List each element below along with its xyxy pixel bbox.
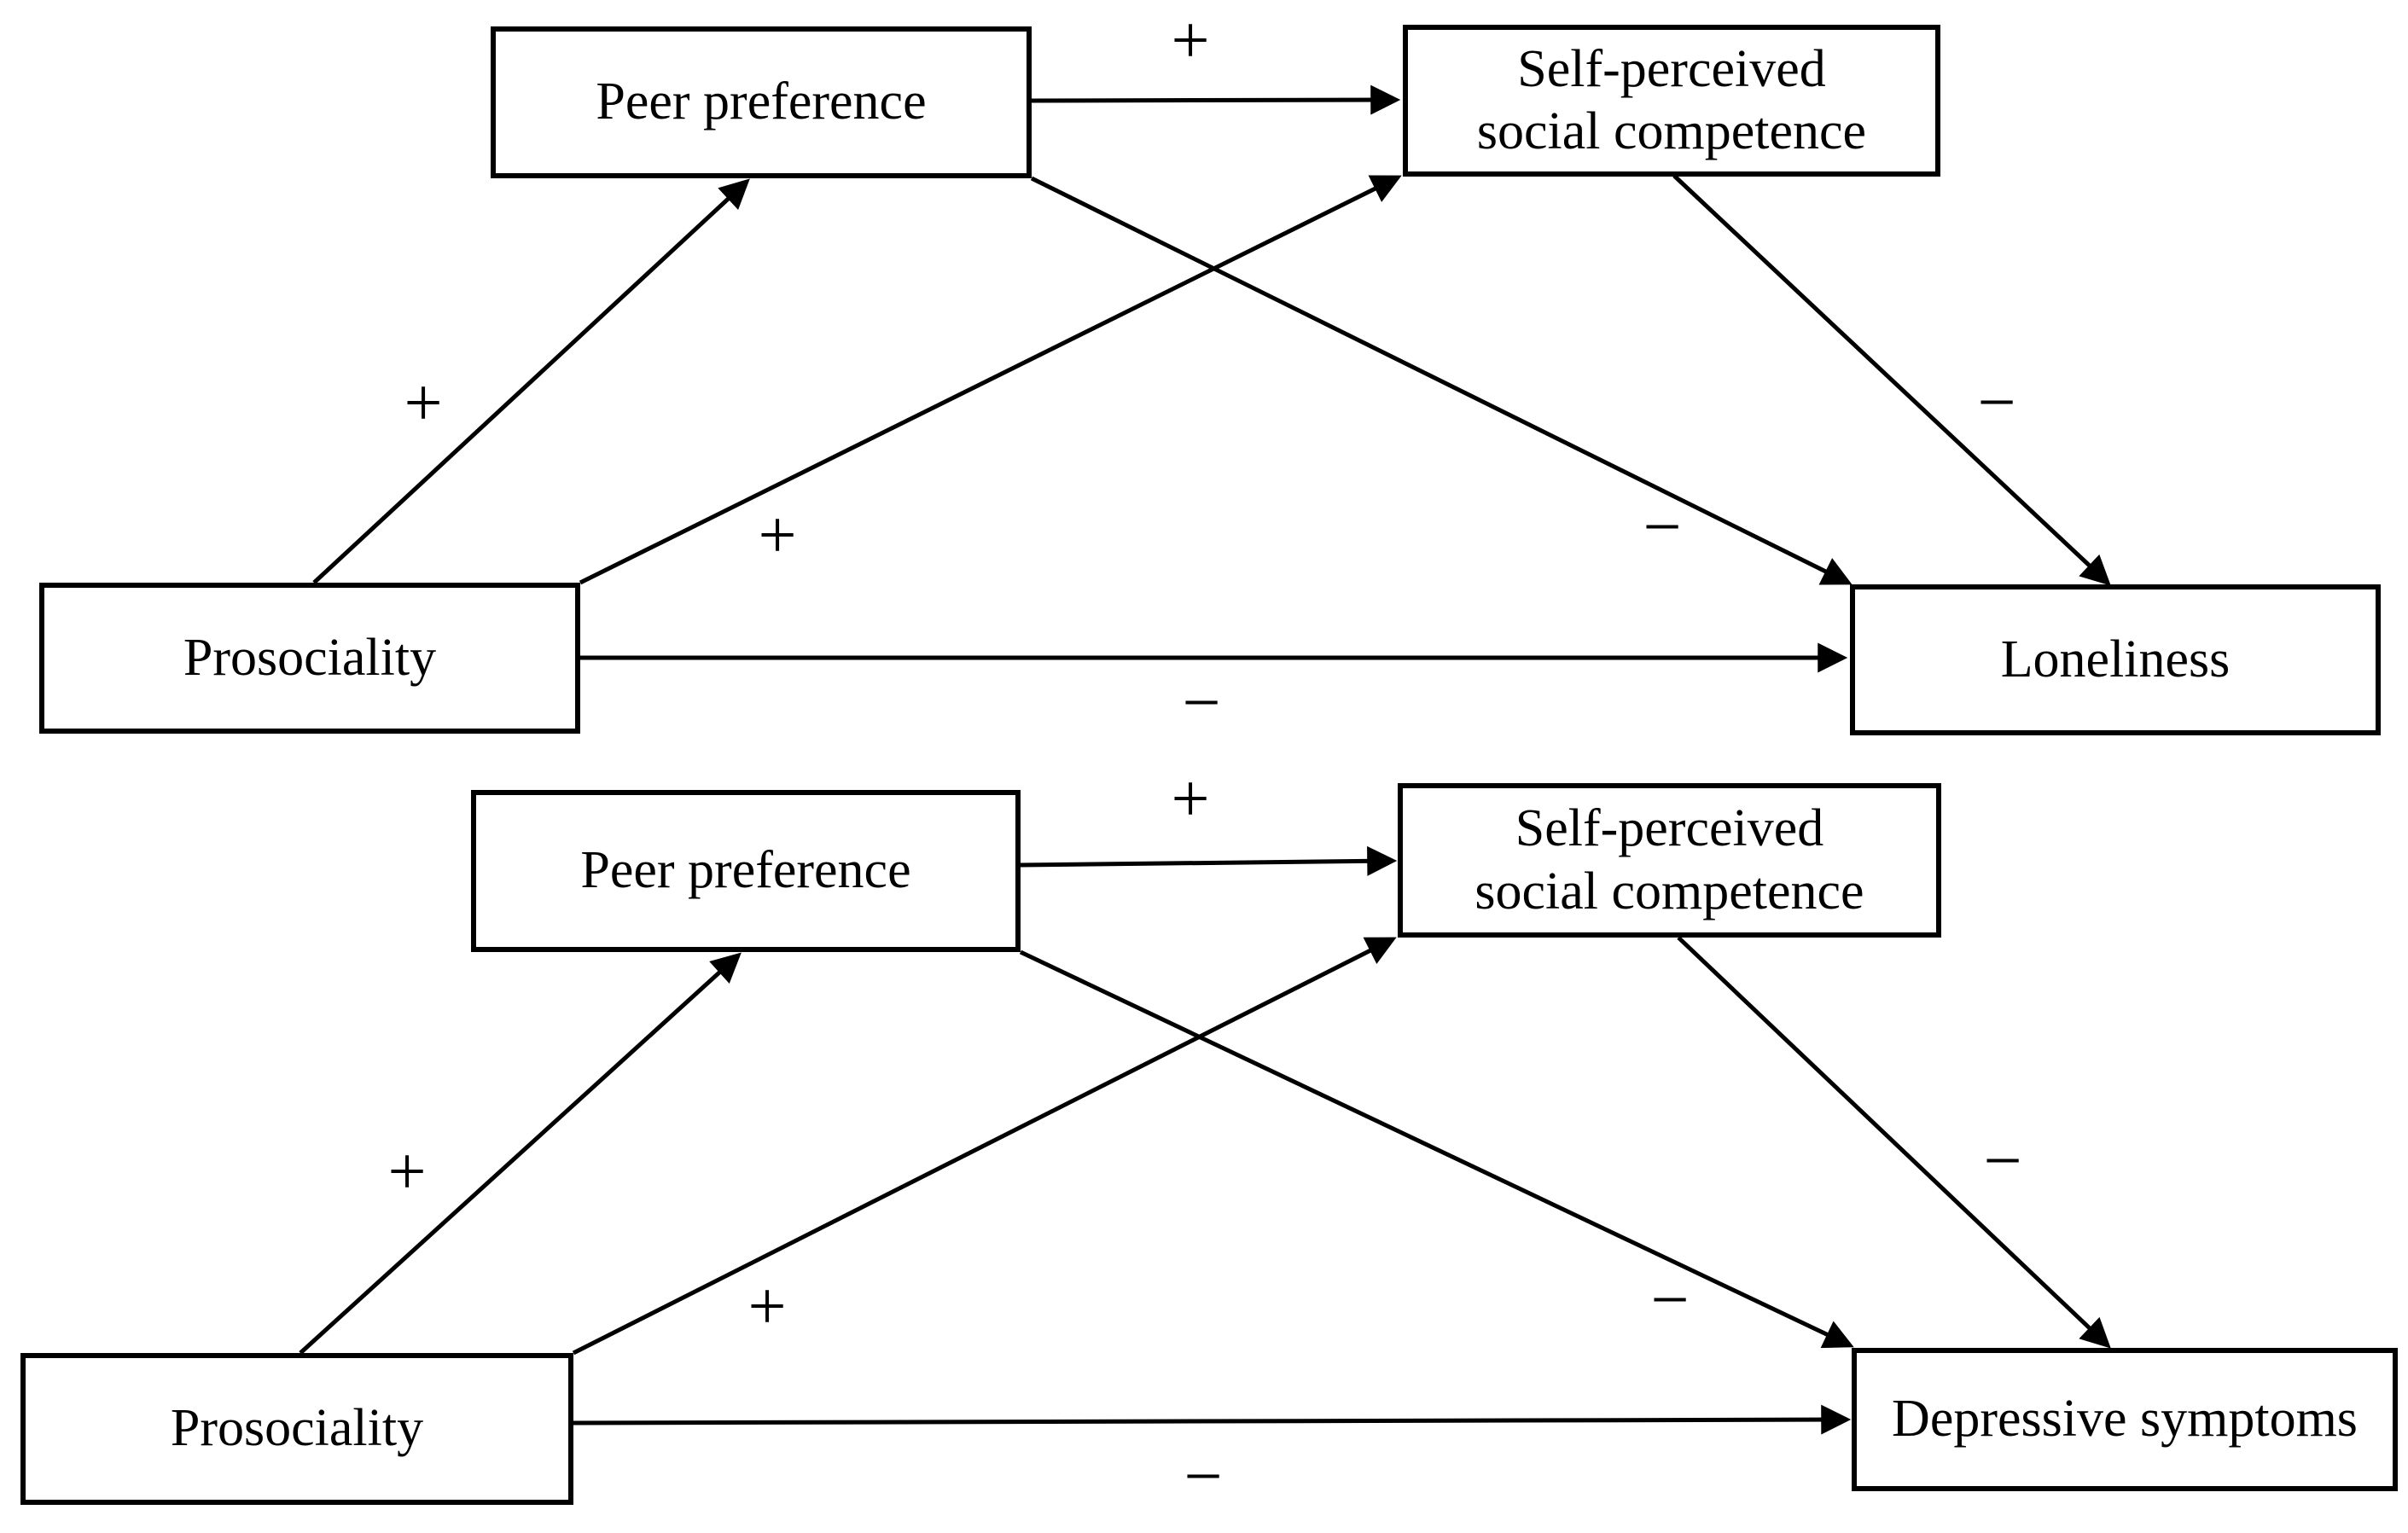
- arrow-peer-preference-to-social-competence-top: [1031, 84, 1401, 115]
- node-label-peer-preference-top: Peer preference: [596, 73, 927, 131]
- node-label-prosociality-top: Prosociality: [183, 628, 437, 687]
- node-prosociality-bottom: Prosociality: [20, 1353, 573, 1505]
- sign-prosociality-to-loneliness: −: [1182, 665, 1221, 740]
- sign-prosociality-to-peer-preference-bottom: +: [387, 1135, 427, 1210]
- sign-prosociality-to-social-competence-top: +: [758, 498, 797, 573]
- arrow-peer-preference-to-depressive-symptoms: [1019, 949, 1854, 1349]
- arrow-prosociality-to-peer-preference-bottom: [299, 952, 742, 1355]
- node-prosociality-top: Prosociality: [39, 583, 580, 734]
- sign-peer-preference-to-social-competence-bottom: +: [1171, 762, 1210, 837]
- arrow-peer-preference-to-loneliness: [1030, 176, 1853, 585]
- node-label-social-competence-bottom: Self-perceived social competence: [1474, 799, 1864, 920]
- arrow-prosociality-to-social-competence-top: [579, 175, 1402, 585]
- arrow-prosociality-to-peer-preference-top: [312, 178, 750, 584]
- node-label-social-competence-top: Self-perceived social competence: [1476, 39, 1867, 160]
- sign-peer-preference-to-social-competence-top: +: [1171, 3, 1210, 78]
- sign-prosociality-to-depressive-symptoms: −: [1184, 1439, 1223, 1514]
- node-label-prosociality-bottom: Prosociality: [170, 1399, 424, 1458]
- node-label-peer-preference-bottom: Peer preference: [580, 841, 911, 900]
- node-social-competence-bottom: Self-perceived social competence: [1398, 783, 1941, 938]
- node-peer-preference-top: Peer preference: [491, 26, 1032, 178]
- node-peer-preference-bottom: Peer preference: [471, 790, 1021, 952]
- arrow-prosociality-to-depressive-symptoms: [573, 1404, 1852, 1435]
- node-label-depressive-symptoms: Depressive symptoms: [1892, 1390, 2358, 1449]
- sign-peer-preference-to-loneliness: −: [1643, 490, 1682, 565]
- node-label-loneliness: Loneliness: [2000, 630, 2231, 688]
- arrow-prosociality-to-social-competence-bottom: [572, 937, 1397, 1356]
- node-depressive-symptoms: Depressive symptoms: [1852, 1348, 2398, 1491]
- node-loneliness: Loneliness: [1850, 584, 2381, 735]
- sign-social-competence-to-loneliness: −: [1977, 365, 2016, 440]
- sign-social-competence-to-depressive-symptoms: −: [1983, 1124, 2022, 1199]
- arrow-peer-preference-to-social-competence-bottom: [1020, 845, 1398, 876]
- arrow-social-competence-to-depressive-symptoms: [1677, 936, 2111, 1349]
- node-social-competence-top: Self-perceived social competence: [1403, 25, 1940, 177]
- sign-prosociality-to-social-competence-bottom: +: [747, 1269, 787, 1344]
- arrow-social-competence-to-loneliness: [1672, 174, 2111, 586]
- sign-peer-preference-to-depressive-symptoms: −: [1650, 1263, 1690, 1338]
- sign-prosociality-to-peer-preference-top: +: [404, 366, 443, 441]
